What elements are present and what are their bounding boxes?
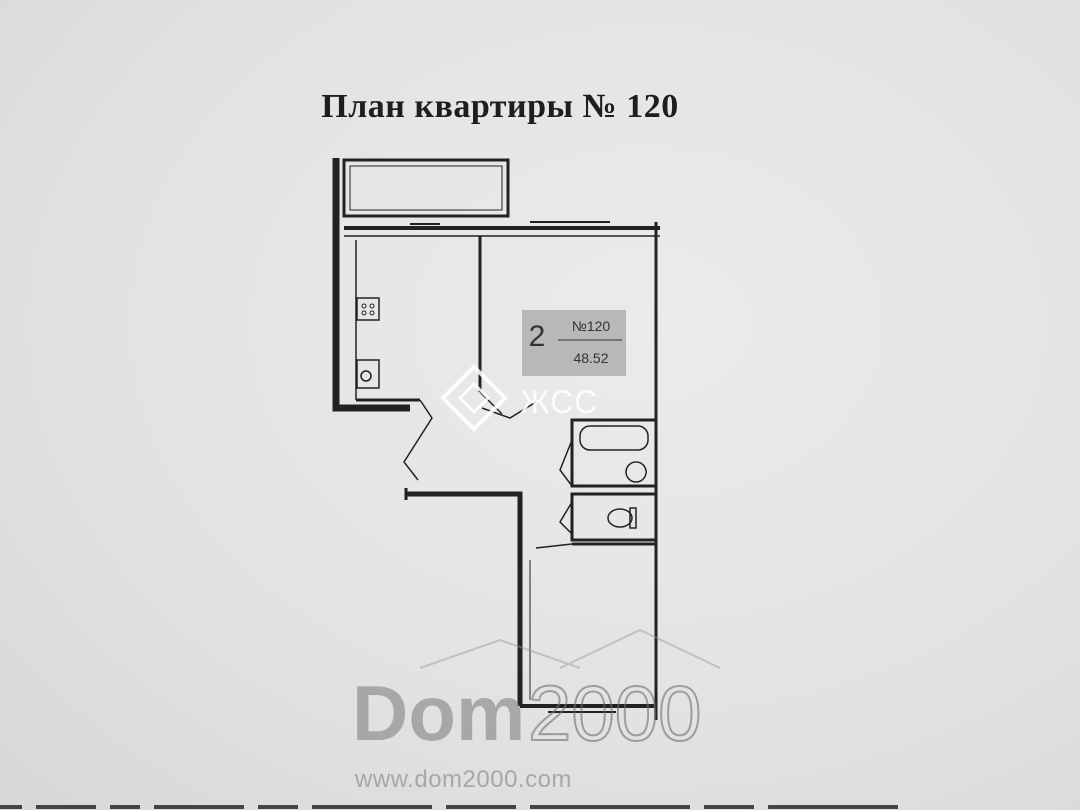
outer-wall-left [332, 158, 410, 412]
developer-watermark: ЖСС [520, 384, 599, 420]
bathroom [559, 418, 658, 488]
room-badge [522, 310, 626, 376]
balcony [342, 158, 510, 218]
page-title: План квартиры № 120 [321, 88, 679, 125]
apartment-number: №120 [571, 318, 611, 334]
toilet [559, 492, 658, 542]
door-room [479, 391, 503, 415]
cut-off-text-line [0, 796, 1080, 810]
kitchen [355, 240, 380, 400]
wall-hall [406, 491, 523, 706]
site-watermark-url: www.dom2000.com [355, 766, 572, 793]
site-watermark-dom: Dom [352, 669, 526, 757]
rooms-count: 2 [528, 320, 546, 353]
site-watermark-2000: 2000 [527, 668, 703, 758]
door-kitchen [403, 399, 433, 481]
door-lower-room [535, 543, 573, 549]
apartment-area: 48.52 [573, 350, 609, 366]
developer-logo-icon [440, 364, 508, 432]
